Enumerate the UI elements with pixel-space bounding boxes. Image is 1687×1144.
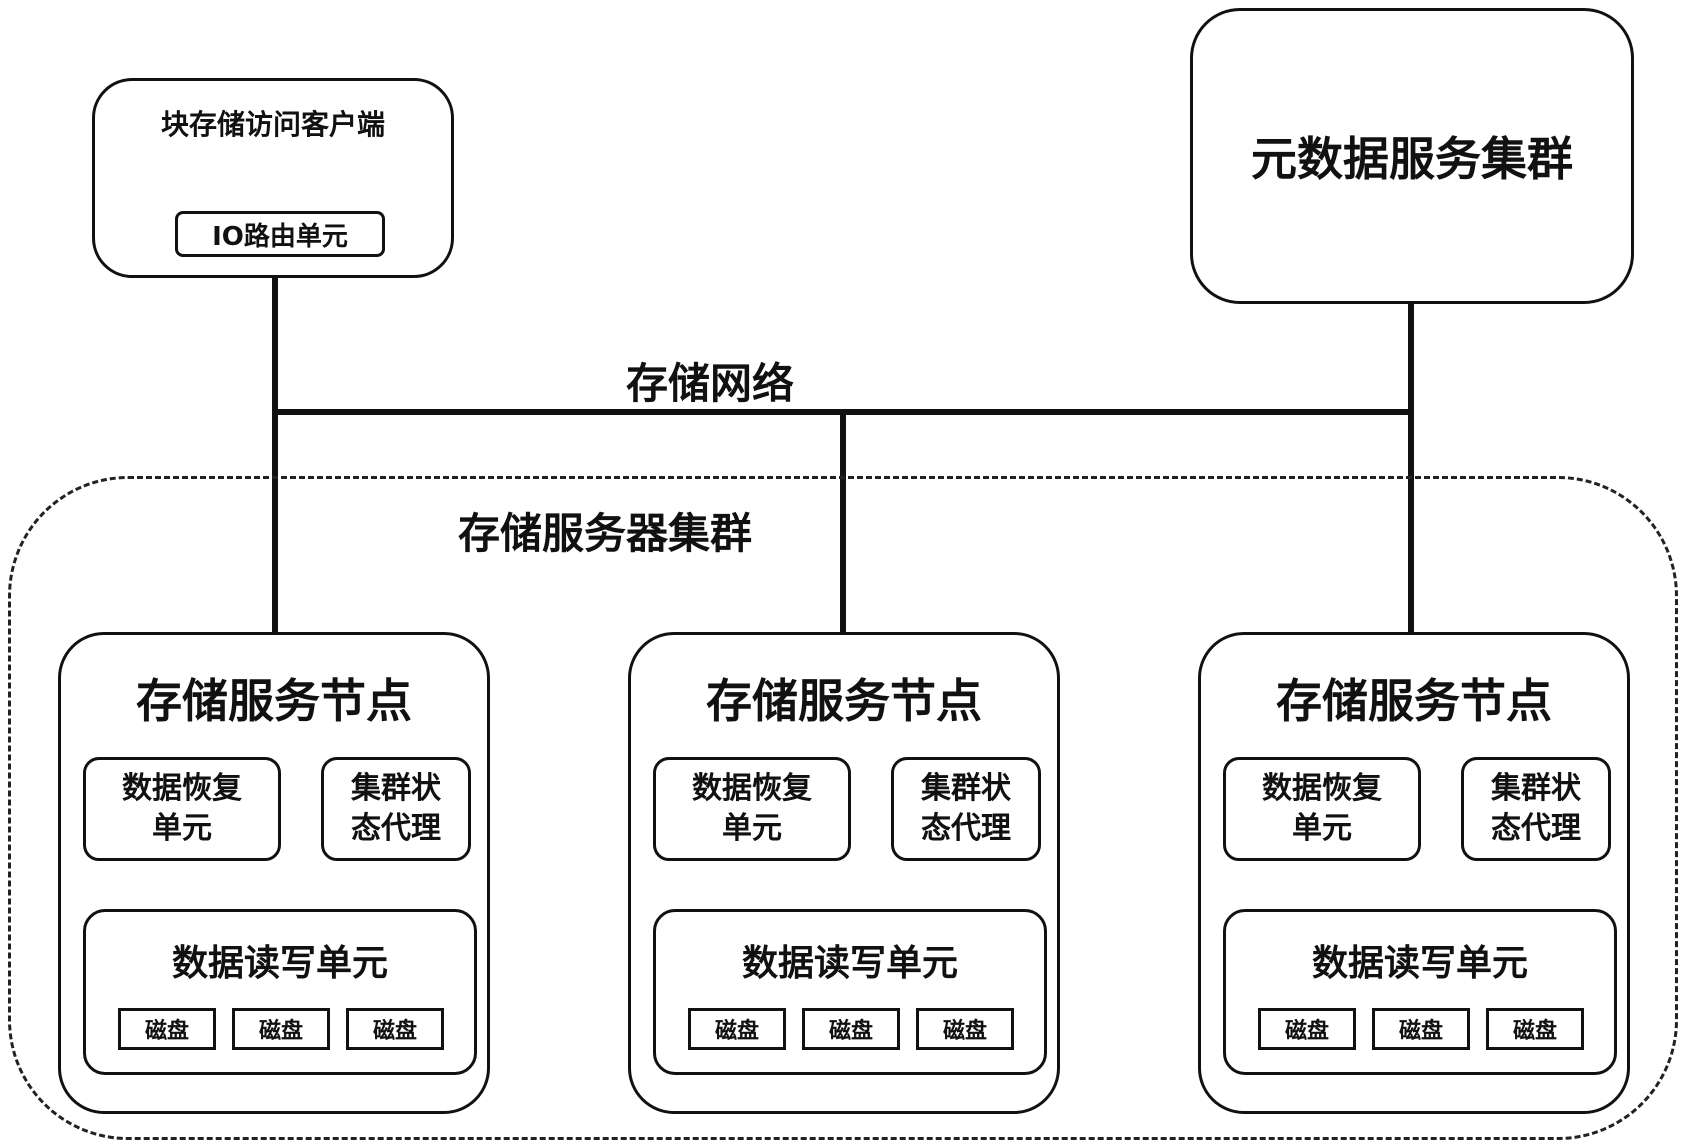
disk: 磁盘 [916, 1008, 1014, 1050]
agent-unit-line-1: 集群状 [1491, 771, 1581, 806]
node-title: 存储服务节点 [61, 665, 487, 731]
network-label: 存储网络 [560, 350, 860, 411]
storage-node: 存储服务节点 数据恢复单元 集群状态代理 数据读写单元 磁盘 磁盘 磁盘 [1198, 632, 1630, 1114]
server-cluster-label: 存储服务器集群 [380, 500, 830, 561]
rw-unit-title: 数据读写单元 [86, 934, 474, 986]
disk: 磁盘 [232, 1008, 330, 1050]
data-recovery-unit: 数据恢复单元 [83, 757, 281, 861]
disk: 磁盘 [1486, 1008, 1584, 1050]
data-recovery-unit: 数据恢复单元 [653, 757, 851, 861]
cluster-state-agent: 集群状态代理 [891, 757, 1041, 861]
node-title: 存储服务节点 [631, 665, 1057, 731]
metadata-cluster-box: 元数据服务集群 [1190, 8, 1634, 304]
disk: 磁盘 [1372, 1008, 1470, 1050]
cluster-state-agent: 集群状态代理 [1461, 757, 1611, 861]
storage-node: 存储服务节点 数据恢复单元 集群状态代理 数据读写单元 磁盘 磁盘 磁盘 [628, 632, 1060, 1114]
io-routing-unit: IO路由单元 [175, 211, 385, 257]
client-box: 块存储访问客户端 IO路由单元 [92, 78, 454, 278]
recovery-unit-line-1: 数据恢复 [692, 771, 812, 806]
cluster-state-agent: 集群状态代理 [321, 757, 471, 861]
data-read-write-unit: 数据读写单元 磁盘 磁盘 磁盘 [653, 909, 1047, 1075]
data-recovery-unit: 数据恢复单元 [1223, 757, 1421, 861]
recovery-unit-line-2: 单元 [152, 811, 212, 846]
agent-unit-line-2: 态代理 [351, 811, 441, 846]
rw-unit-title: 数据读写单元 [656, 934, 1044, 986]
data-read-write-unit: 数据读写单元 磁盘 磁盘 磁盘 [83, 909, 477, 1075]
disk: 磁盘 [118, 1008, 216, 1050]
node-title: 存储服务节点 [1201, 665, 1627, 731]
recovery-unit-line-2: 单元 [722, 811, 782, 846]
recovery-unit-line-2: 单元 [1292, 811, 1352, 846]
agent-unit-line-1: 集群状 [921, 771, 1011, 806]
disk: 磁盘 [346, 1008, 444, 1050]
data-read-write-unit: 数据读写单元 磁盘 磁盘 磁盘 [1223, 909, 1617, 1075]
recovery-unit-line-1: 数据恢复 [1262, 771, 1382, 806]
disk: 磁盘 [688, 1008, 786, 1050]
client-title: 块存储访问客户端 [95, 103, 451, 143]
storage-node: 存储服务节点 数据恢复单元 集群状态代理 数据读写单元 磁盘 磁盘 磁盘 [58, 632, 490, 1114]
disk: 磁盘 [1258, 1008, 1356, 1050]
agent-unit-line-1: 集群状 [351, 771, 441, 806]
recovery-unit-line-1: 数据恢复 [122, 771, 242, 806]
agent-unit-line-2: 态代理 [921, 811, 1011, 846]
disk: 磁盘 [802, 1008, 900, 1050]
agent-unit-line-2: 态代理 [1491, 811, 1581, 846]
rw-unit-title: 数据读写单元 [1226, 934, 1614, 986]
